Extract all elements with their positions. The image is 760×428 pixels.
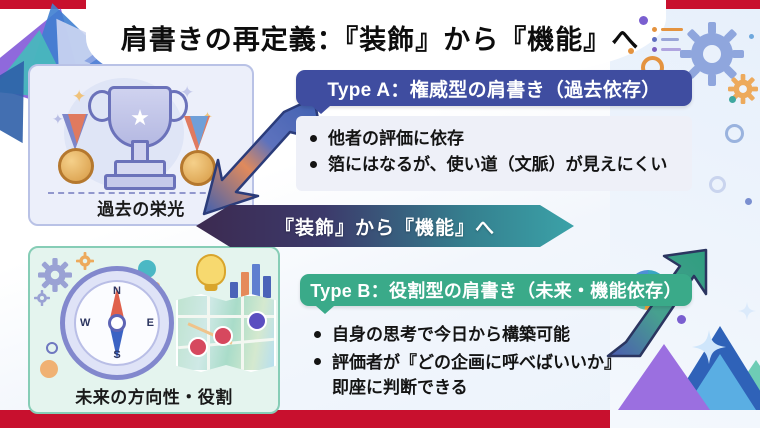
- map-icon: [176, 294, 276, 372]
- map-pin-icon: [187, 337, 208, 358]
- bar-chart-icon: [230, 262, 272, 298]
- list-item: 箔にはなるが、使い道（文脈）が見えにくい: [308, 152, 680, 178]
- medal-left-icon: [58, 114, 94, 190]
- list-item-line2: 即座に判断できる: [332, 378, 468, 397]
- map-pin-icon: [212, 325, 233, 346]
- transition-banner-label: 『装飾』から『機能』へ: [274, 217, 495, 239]
- ring-outline: [725, 124, 744, 143]
- transition-banner: 『装飾』から『機能』へ: [196, 205, 574, 247]
- circle-dot: [745, 198, 752, 205]
- sparkle-icon: ✦: [52, 111, 64, 127]
- trophy-handle-right: [160, 90, 188, 122]
- compass-hub: [108, 314, 126, 332]
- list-item: 評価者が『どの企画に呼べばいいか』 即座に判断できる: [312, 350, 680, 401]
- compass-label-n: N: [113, 285, 121, 297]
- type-a-header: Type A：権威型の肩書き（過去依存）: [296, 70, 692, 114]
- triangle-shape: [722, 360, 760, 410]
- compass-face: N S E W: [74, 280, 160, 366]
- list-item: 他者の評価に依存: [308, 126, 680, 152]
- compass-label-w: W: [80, 317, 91, 329]
- compass-label-e: E: [146, 317, 154, 329]
- star-icon: ★: [130, 105, 150, 131]
- map-pin-icon: [247, 310, 268, 331]
- compass-label-s: S: [113, 349, 121, 361]
- ring-outline: [709, 176, 726, 193]
- trophy-handle-left: [88, 90, 116, 122]
- past-glory-card: ✦ ✦ ✦ ✦ ★ 過去の栄光: [28, 64, 254, 226]
- triangle-shape: [684, 354, 756, 410]
- gear-icon: [38, 258, 72, 292]
- circle-dot: [40, 360, 58, 378]
- trophy-base-lower: [104, 174, 176, 190]
- type-a-body: 他者の評価に依存 箔にはなるが、使い道（文脈）が見えにくい: [296, 116, 692, 191]
- compass-needle-south: [109, 323, 125, 359]
- ground-line: [48, 192, 226, 194]
- list-item: 自身の思考で今日から構築可能: [312, 322, 680, 348]
- gear-small-icon: [34, 290, 50, 306]
- list-item-line1: 評価者が『どの企画に呼べばいいか』: [332, 352, 621, 372]
- type-b-body: 自身の思考で今日から構築可能 評価者が『どの企画に呼べばいいか』 即座に判断でき…: [300, 314, 692, 411]
- type-a-bullet-list: 他者の評価に依存 箔にはなるが、使い道（文脈）が見えにくい: [308, 126, 680, 179]
- circle-dot: [46, 342, 58, 354]
- sparkle-icon: [738, 302, 756, 320]
- type-b-panel: Type B：役割型の肩書き（未来・機能依存） 自身の思考で今日から構築可能 評…: [300, 274, 692, 411]
- type-a-panel: Type A：権威型の肩書き（過去依存） 他者の評価に依存 箔にはなるが、使い道…: [296, 70, 692, 191]
- page-title: 肩書きの再定義：『装飾』から『機能』へ: [120, 25, 640, 55]
- sparkle-icon: ✦: [72, 87, 87, 106]
- lightbulb-icon: [196, 254, 226, 291]
- future-direction-card: N S E W 未来の方向性・役割: [28, 246, 280, 414]
- compass-icon: N S E W: [60, 266, 174, 380]
- type-b-header: Type B：役割型の肩書き（未来・機能依存）: [300, 274, 692, 314]
- gear-small-icon: [728, 74, 758, 104]
- circle-dot: [729, 96, 736, 103]
- medal-right-icon: [180, 116, 216, 192]
- gear-small-icon: [76, 252, 94, 270]
- trophy-cup-icon: ★: [108, 86, 172, 148]
- type-b-bullet-list: 自身の思考で今日から構築可能 評価者が『どの企画に呼べばいいか』 即座に判断でき…: [312, 322, 680, 401]
- past-glory-caption: 過去の栄光: [97, 200, 185, 219]
- top-accent-bar: [0, 0, 760, 9]
- future-direction-caption: 未来の方向性・役割: [75, 388, 233, 407]
